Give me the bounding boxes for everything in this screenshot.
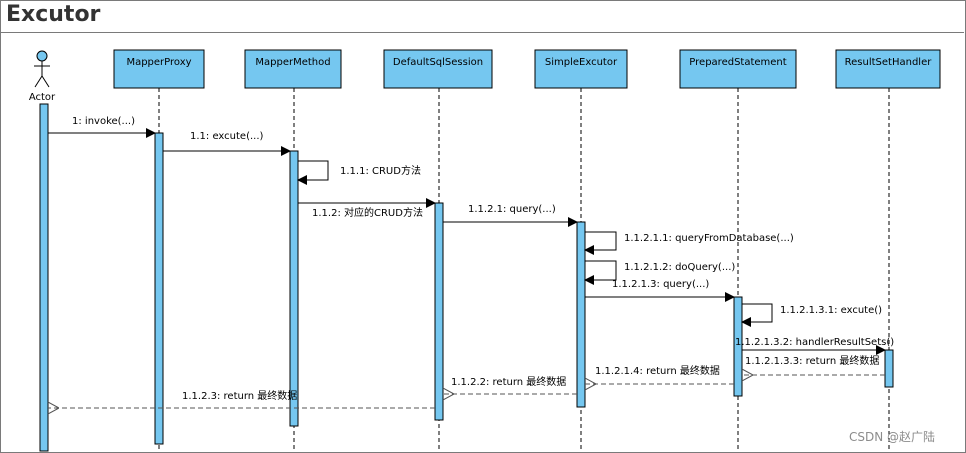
message-label: 1.1.2.1.4: return 最终数据 — [595, 364, 720, 377]
self-call-arrow — [584, 231, 617, 255]
message-label: 1.1.2.1.3.2: handlerResultSets() — [735, 337, 894, 348]
message-1-1-2-1-3-3-return: 1.1.2.1.3.3: return 最终数据 — [742, 354, 885, 375]
participant-label: SimpleExcutor — [545, 57, 618, 68]
watermark: CSDN @赵广陆 — [849, 430, 936, 444]
self-call-arrow — [297, 160, 329, 185]
participant-box — [383, 49, 493, 89]
message-1-1-2-1-3-1-self: 1.1.2.1.3.1: excute() — [741, 303, 882, 327]
activation-bar — [576, 221, 586, 408]
participant-label: MapperProxy — [126, 57, 191, 68]
message-1-1-2-1-2-self: 1.1.2.1.2: doQuery(...) — [584, 260, 735, 285]
message-1-1-2: 1.1.2: 对应的CRUD方法 — [298, 198, 436, 219]
message-label: 1.1.2.1.3: query(...) — [612, 279, 709, 290]
self-call-arrow — [584, 260, 617, 285]
activation-bar — [884, 349, 894, 388]
title-divider — [0, 32, 964, 33]
participant-label: PreparedStatement — [689, 57, 786, 68]
message-label: 1.1.2: 对应的CRUD方法 — [312, 206, 423, 219]
participant-box — [679, 49, 797, 89]
message-1-1-2-1-3-2: 1.1.2.1.3.2: handlerResultSets() — [735, 337, 894, 355]
message-label: 1.1.2.1.2: doQuery(...) — [624, 262, 735, 273]
actor-icon — [34, 50, 50, 88]
participant-mappermethod: MapperMethod — [244, 49, 342, 451]
actor-activation — [39, 103, 49, 452]
participant-preparedstatement: PreparedStatement — [679, 49, 797, 451]
self-call-arrow — [741, 303, 773, 327]
participant-box — [534, 49, 628, 89]
message-1-1-2-2-return: 1.1.2.2: return 最终数据 — [443, 375, 577, 394]
message-label: 1.1.2.1: query(...) — [468, 204, 556, 215]
message-label: 1: invoke(...) — [72, 116, 135, 127]
participant-mapperproxy: MapperProxy — [113, 49, 205, 451]
participant-box — [113, 49, 205, 89]
message-1-1-1-self: 1.1.1: CRUD方法 — [297, 160, 421, 185]
message-label: 1.1.2.1.1: queryFromDatabase(...) — [624, 233, 794, 244]
message-1-1-2-1-1-self: 1.1.2.1.1: queryFromDatabase(...) — [584, 231, 794, 255]
message-1-1-2-3-return: 1.1.2.3: return 最终数据 — [48, 389, 435, 408]
message-label: 1.1.2.2: return 最终数据 — [451, 375, 566, 388]
participant-simpleexcutor: SimpleExcutor — [534, 49, 628, 451]
participant-label: DefaultSqlSession — [393, 57, 483, 68]
message-1-1-2-1-3: 1.1.2.1.3: query(...) — [585, 279, 735, 302]
activation-bar — [154, 132, 164, 445]
participant-label: ResultSetHandler — [845, 57, 933, 68]
participant-box — [835, 49, 941, 89]
message-label: 1.1.2.1.3.1: excute() — [780, 305, 882, 316]
message-label: 1.1.2.3: return 最终数据 — [182, 389, 297, 402]
actor: Actor — [29, 50, 56, 452]
message-1-1-2-1: 1.1.2.1: query(...) — [443, 204, 578, 227]
message-1-1-2-1-4-return: 1.1.2.1.4: return 最终数据 — [585, 364, 734, 384]
participant-resultsethandler: ResultSetHandler — [835, 49, 941, 451]
message-1: 1: invoke(...) — [48, 116, 156, 138]
activation-bar — [733, 296, 743, 397]
message-label: 1.1: excute(...) — [190, 131, 264, 142]
participant-defaultsqlsession: DefaultSqlSession — [383, 49, 493, 451]
activation-bar — [289, 150, 299, 427]
diagram-title: Excutor — [6, 2, 101, 27]
message-label: 1.1.2.1.3.3: return 最终数据 — [745, 354, 879, 367]
message-1-1: 1.1: excute(...) — [163, 131, 291, 156]
actor-label: Actor — [29, 92, 56, 103]
participant-box — [244, 49, 342, 89]
message-label: 1.1.1: CRUD方法 — [340, 164, 421, 177]
activation-bar — [434, 202, 444, 421]
participant-label: MapperMethod — [255, 57, 330, 68]
